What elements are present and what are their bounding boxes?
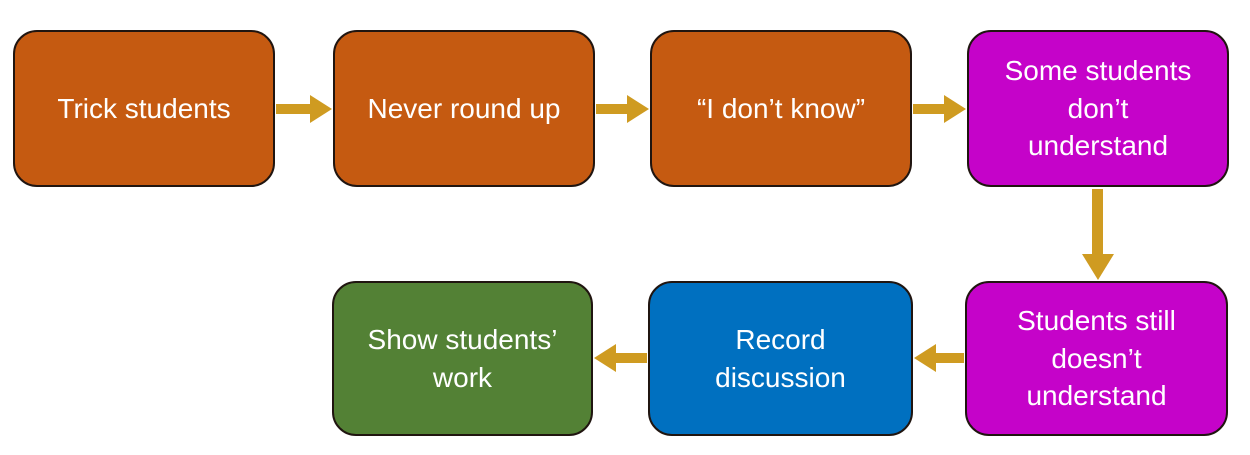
arrow-trick-students-to-never-round-up-icon xyxy=(276,95,332,123)
flow-node-never-round-up: Never round up xyxy=(333,30,595,187)
flow-node-some-students-dont-understand: Some students don’t understand xyxy=(967,30,1229,187)
arrow-shaft xyxy=(934,353,964,363)
flow-node-i-dont-know: “I don’t know” xyxy=(650,30,912,187)
flow-node-label: Show students’ work xyxy=(367,323,558,393)
arrow-never-round-up-to-i-dont-know-icon xyxy=(596,95,649,123)
arrow-head-icon xyxy=(310,95,332,123)
arrow-head-icon xyxy=(627,95,649,123)
arrow-shaft xyxy=(596,104,629,114)
arrow-head-icon xyxy=(914,344,936,372)
arrow-head-icon xyxy=(944,95,966,123)
flow-node-record-discussion: Record discussion xyxy=(648,281,913,436)
flow-node-label: “I don’t know” xyxy=(696,92,866,124)
flow-node-label: Never round up xyxy=(367,92,561,124)
arrow-students-still-to-record-discussion-icon xyxy=(914,344,964,372)
arrow-head-icon xyxy=(594,344,616,372)
flow-node-students-still-doesnt-understand: Students still doesn’t understand xyxy=(965,281,1228,436)
arrow-shaft xyxy=(1092,189,1103,256)
arrow-head-icon xyxy=(1082,254,1114,280)
arrow-i-dont-know-to-some-students-icon xyxy=(913,95,966,123)
arrow-some-students-to-students-still-icon xyxy=(1082,189,1114,280)
flow-node-label: Some students don’t understand xyxy=(1004,54,1192,162)
flow-node-label: Students still doesn’t understand xyxy=(1017,304,1176,412)
arrow-shaft xyxy=(913,104,946,114)
flow-node-show-students-work: Show students’ work xyxy=(332,281,593,436)
flow-node-label: Record discussion xyxy=(715,323,846,393)
flow-node-label: Trick students xyxy=(57,92,231,124)
arrow-shaft xyxy=(614,353,647,363)
flow-node-trick-students: Trick students xyxy=(13,30,275,187)
arrow-shaft xyxy=(276,104,312,114)
arrow-record-discussion-to-show-work-icon xyxy=(594,344,647,372)
